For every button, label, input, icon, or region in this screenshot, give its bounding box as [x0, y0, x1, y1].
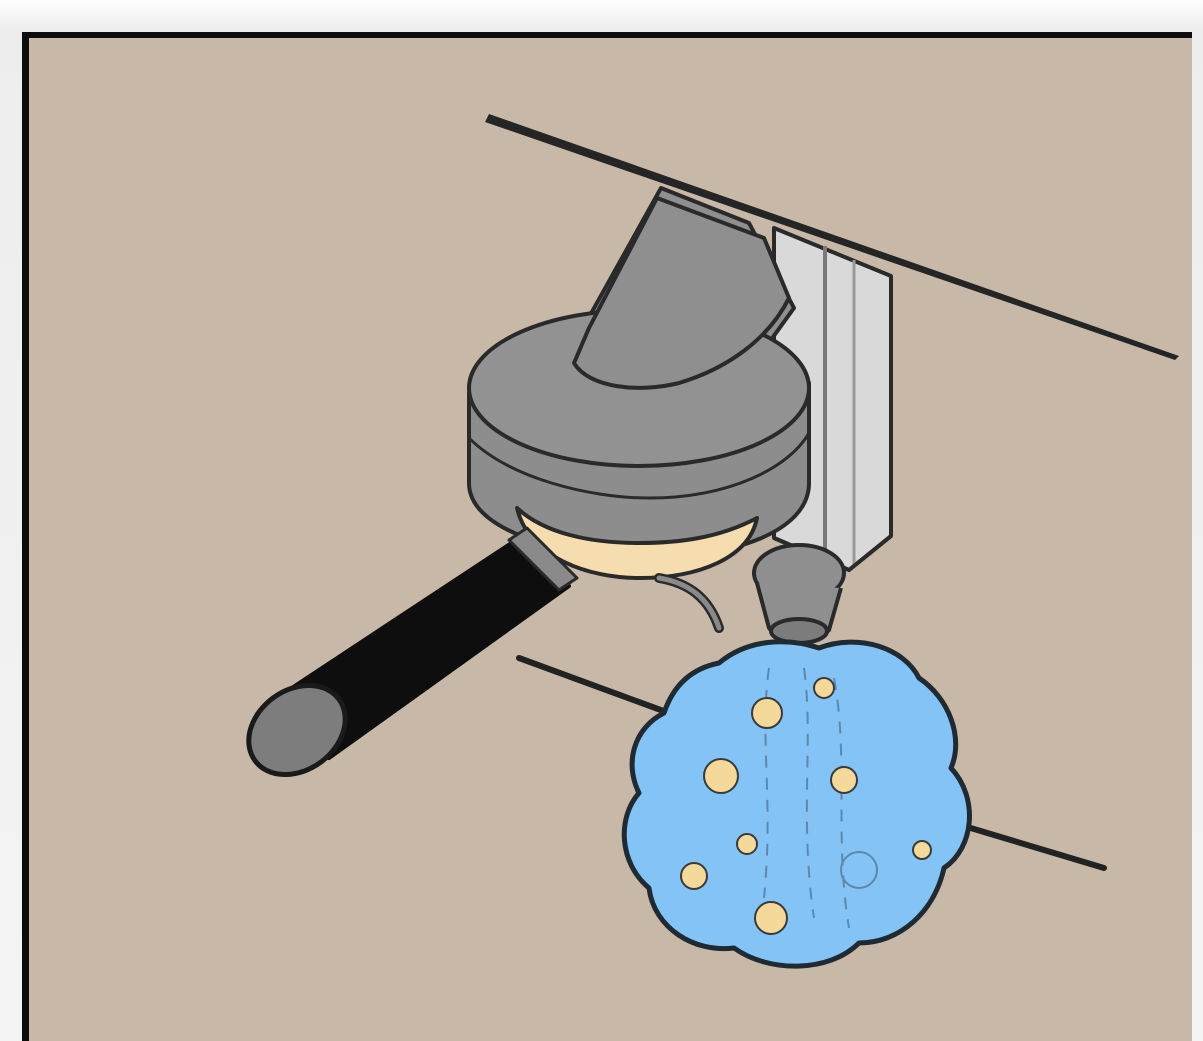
bubble [752, 698, 782, 728]
illustration-frame [22, 32, 1192, 1041]
bubble [681, 863, 707, 889]
steam-wand-nozzle [754, 545, 844, 643]
bubble [913, 841, 931, 859]
bubble [814, 678, 834, 698]
espresso-machine-illustration [29, 38, 1192, 1041]
bubble [831, 767, 857, 793]
bubble [737, 834, 757, 854]
bubble [755, 902, 787, 934]
bubble [704, 759, 738, 793]
steam-cloud [624, 642, 969, 966]
